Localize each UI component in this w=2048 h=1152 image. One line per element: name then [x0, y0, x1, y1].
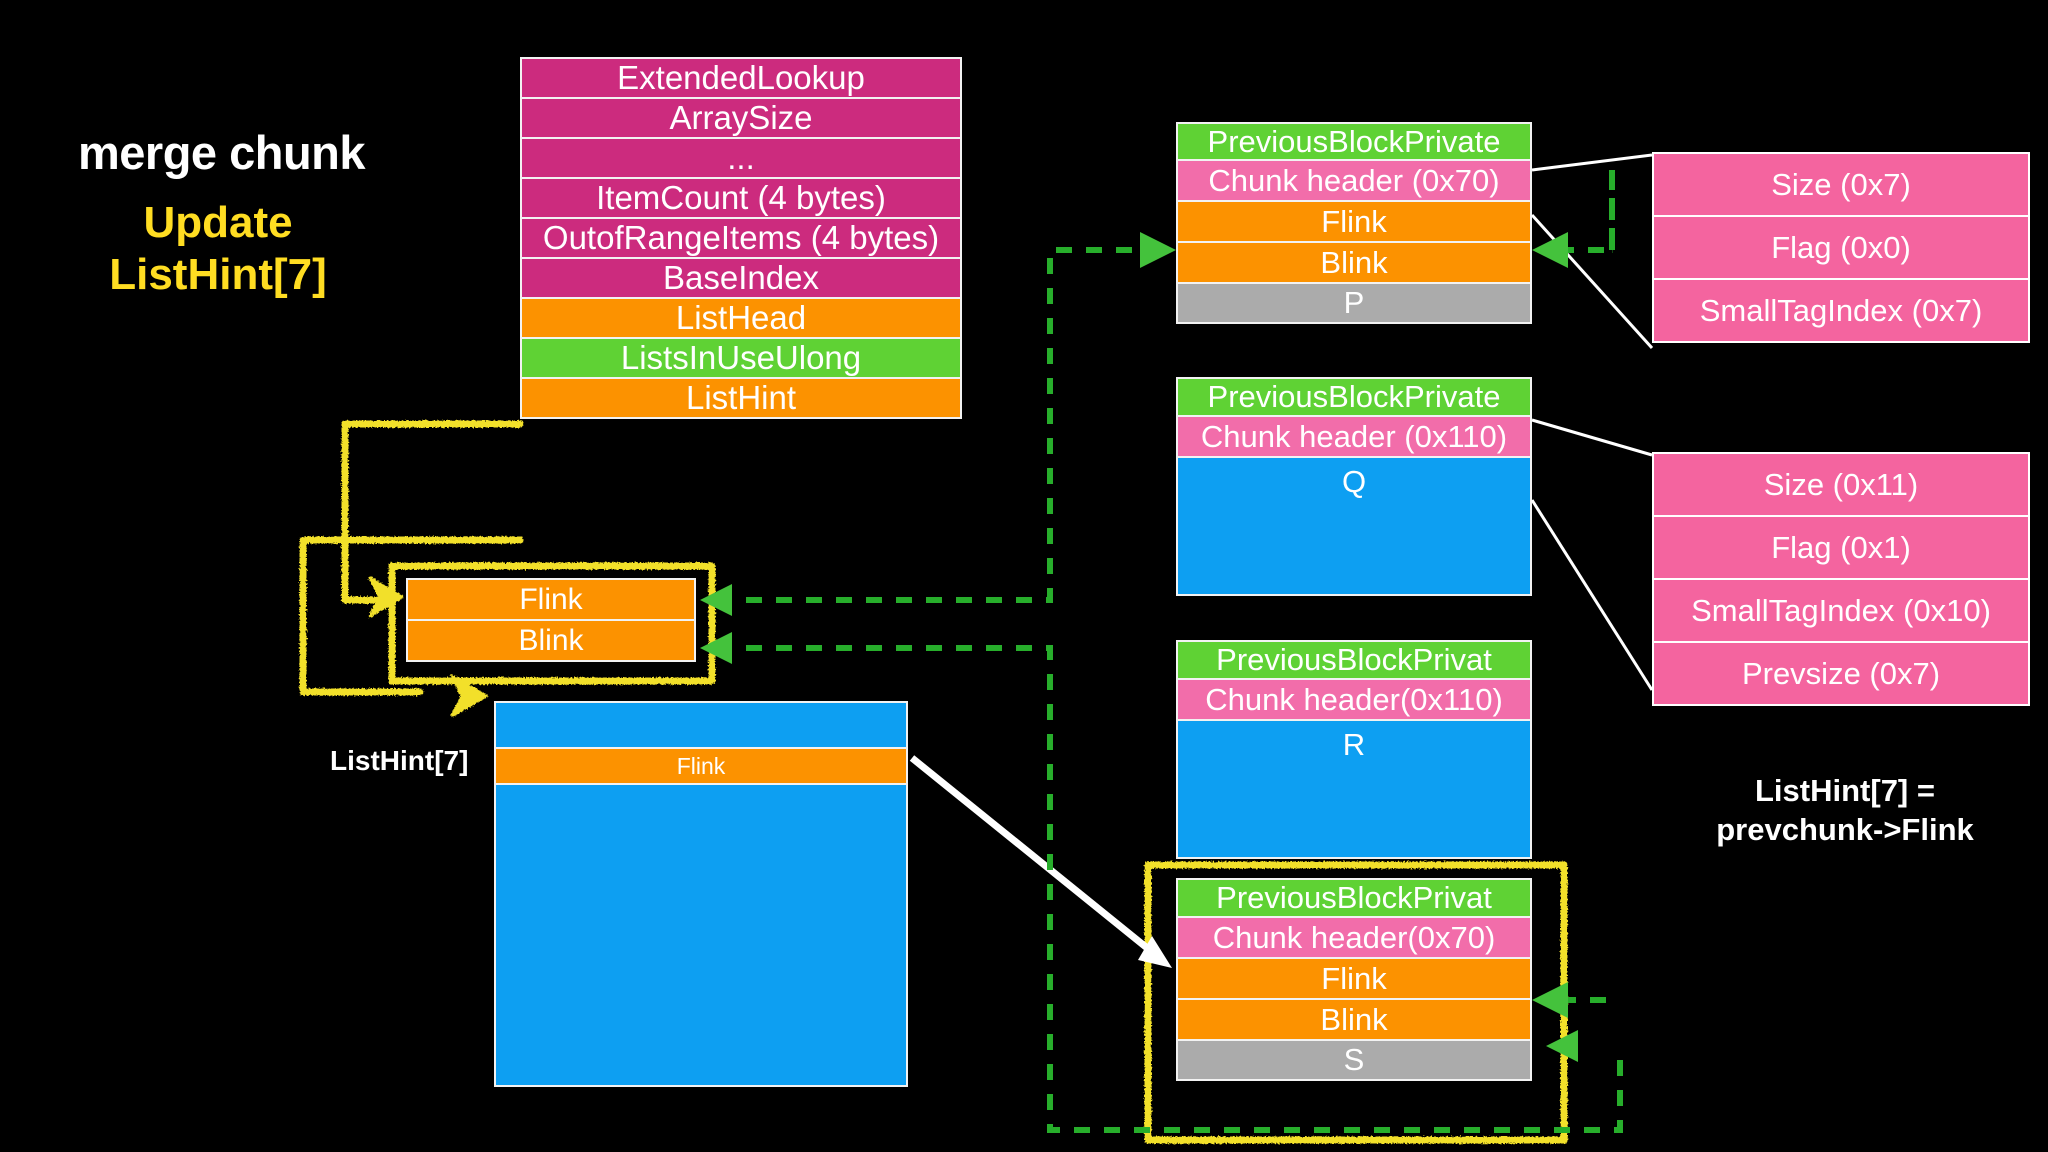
callout-lines	[1530, 153, 1654, 691]
free-block-box: Flink	[494, 701, 908, 1087]
listhint-entry-row: Flink	[406, 578, 696, 621]
chunk-row: Blink	[1176, 998, 1532, 1041]
listhint-formula-note: ListHint[7] = prevchunk->Flink	[1660, 772, 2030, 850]
update-line-1: Update	[143, 198, 293, 247]
heap-struct-row: ExtendedLookup	[520, 57, 962, 99]
chunk-row: S	[1176, 1039, 1532, 1081]
detail-row: Size (0x11)	[1652, 452, 2030, 517]
heap-struct-row: ItemCount (4 bytes)	[520, 177, 962, 219]
chunk-row: Blink	[1176, 241, 1532, 284]
detail-row: SmallTagIndex (0x10)	[1652, 578, 2030, 643]
chunk-row: Q	[1176, 456, 1532, 596]
detail-row: Flag (0x0)	[1652, 215, 2030, 280]
chunk-row: PreviousBlockPrivate	[1176, 377, 1532, 417]
chunk-row: PreviousBlockPrivat	[1176, 878, 1532, 918]
listhint-formula-line-1: ListHint[7] =	[1755, 773, 1935, 808]
update-listhint-note: Update ListHint[7]	[78, 197, 358, 301]
heap-struct-row: ListsInUseUlong	[520, 337, 962, 379]
chunk-row: PreviousBlockPrivate	[1176, 122, 1532, 161]
heap-struct-row: BaseIndex	[520, 257, 962, 299]
chunk-header-detail-0x70: Size (0x7)Flag (0x0)SmallTagIndex (0x7)	[1652, 152, 2030, 343]
detail-row: Size (0x7)	[1652, 152, 2030, 217]
page-title: merge chunk	[78, 126, 366, 179]
free-block-to-chunk-pointer	[909, 755, 1172, 968]
listhint-formula-line-2: prevchunk->Flink	[1716, 811, 1974, 847]
chunk-row: PreviousBlockPrivat	[1176, 640, 1532, 680]
chunk-row: Flink	[1176, 957, 1532, 1000]
chunk-row: P	[1176, 282, 1532, 324]
update-line-2: ListHint[7]	[109, 249, 327, 299]
free-block-flink-row: Flink	[494, 747, 908, 785]
heap-struct-row: ...	[520, 137, 962, 179]
detail-row: Flag (0x1)	[1652, 515, 2030, 580]
chunk-row: Flink	[1176, 200, 1532, 243]
chunk-row: R	[1176, 719, 1532, 859]
heap-struct-row: ArraySize	[520, 97, 962, 139]
detail-row: SmallTagIndex (0x7)	[1652, 278, 2030, 343]
chunk-row: Chunk header (0x110)	[1176, 415, 1532, 458]
heap-struct-row: OutofRangeItems (4 bytes)	[520, 217, 962, 259]
listhint7-label: ListHint[7]	[330, 745, 469, 776]
detail-row: Prevsize (0x7)	[1652, 641, 2030, 706]
chunk-row: Chunk header(0x110)	[1176, 678, 1532, 721]
chunk-row: Chunk header (0x70)	[1176, 159, 1532, 202]
chunk-row: Chunk header(0x70)	[1176, 916, 1532, 959]
heap-struct-row: ListHead	[520, 297, 962, 339]
chunk-header-detail-0x110: Size (0x11)Flag (0x1)SmallTagIndex (0x10…	[1652, 452, 2030, 706]
listhint-entry-row: Blink	[406, 619, 696, 662]
heap-struct-row: ListHint	[520, 377, 962, 419]
